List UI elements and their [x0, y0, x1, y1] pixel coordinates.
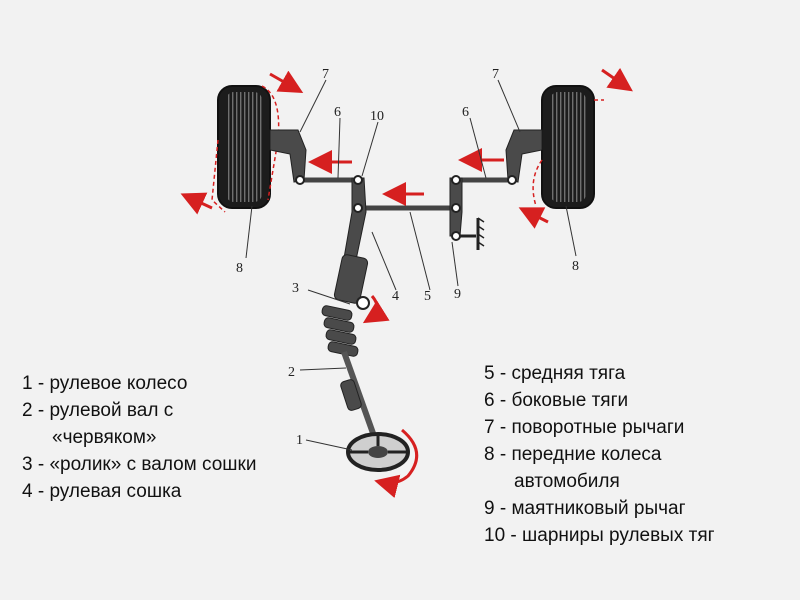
- callout-9: 9: [454, 287, 461, 302]
- shaft-coupling: [340, 379, 362, 411]
- legend-item-8-cont: автомобиля: [514, 471, 620, 492]
- steering-gearbox: [333, 254, 390, 324]
- legend-right: 5 - средняя тяга 6 - боковые тяги 7 - по…: [484, 360, 715, 549]
- callout-2: 2: [288, 365, 295, 380]
- callout-8-left: 8: [236, 261, 243, 276]
- legend-item-6: 6 - боковые тяги: [484, 390, 629, 411]
- legend-item-8: 8 - передние колеса: [484, 444, 662, 465]
- callout-7-right: 7: [492, 67, 499, 82]
- callout-8-right: 8: [572, 259, 579, 274]
- legend-item-4: 4 - рулевая сошка: [22, 481, 182, 502]
- legend-item-9: 9 - маятниковый рычаг: [484, 498, 686, 519]
- legend-item-5: 5 - средняя тяга: [484, 363, 626, 384]
- legend-left: 1 - рулевое колесо 2 - рулевой вал с «че…: [22, 370, 256, 505]
- steering-shaft: [341, 350, 377, 438]
- wheel-motion-arrows: [180, 67, 633, 229]
- callout-4: 4: [392, 289, 399, 304]
- callout-10: 10: [370, 109, 384, 124]
- tie-rod-joints: [295, 175, 517, 241]
- legend-item-3: 3 - «ролик» с валом сошки: [22, 454, 257, 475]
- callout-6-right: 6: [462, 105, 469, 120]
- legend-item-7: 7 - поворотные рычаги: [484, 417, 685, 438]
- steering-arms: [269, 129, 543, 183]
- callout-6-left: 6: [334, 105, 341, 120]
- steering-worm: [321, 305, 359, 357]
- legend-item-2-cont: «червяком»: [52, 427, 157, 448]
- legend-item-10: 10 - шарниры рулевых тяг: [484, 525, 715, 546]
- callout-7-left: 7: [322, 67, 329, 82]
- callout-5: 5: [424, 289, 431, 304]
- legend-item-2: 2 - рулевой вал с: [22, 400, 174, 421]
- callout-3: 3: [292, 281, 299, 296]
- right-wheel: [532, 85, 604, 209]
- linkage-motion-arrows: [308, 148, 504, 206]
- left-wheel: [211, 85, 280, 213]
- legend-item-1: 1 - рулевое колесо: [22, 373, 188, 394]
- callout-1: 1: [296, 433, 303, 448]
- steering-wheel: [346, 428, 419, 499]
- pitman-arm: [343, 177, 367, 261]
- callout-leaders: [245, 79, 577, 451]
